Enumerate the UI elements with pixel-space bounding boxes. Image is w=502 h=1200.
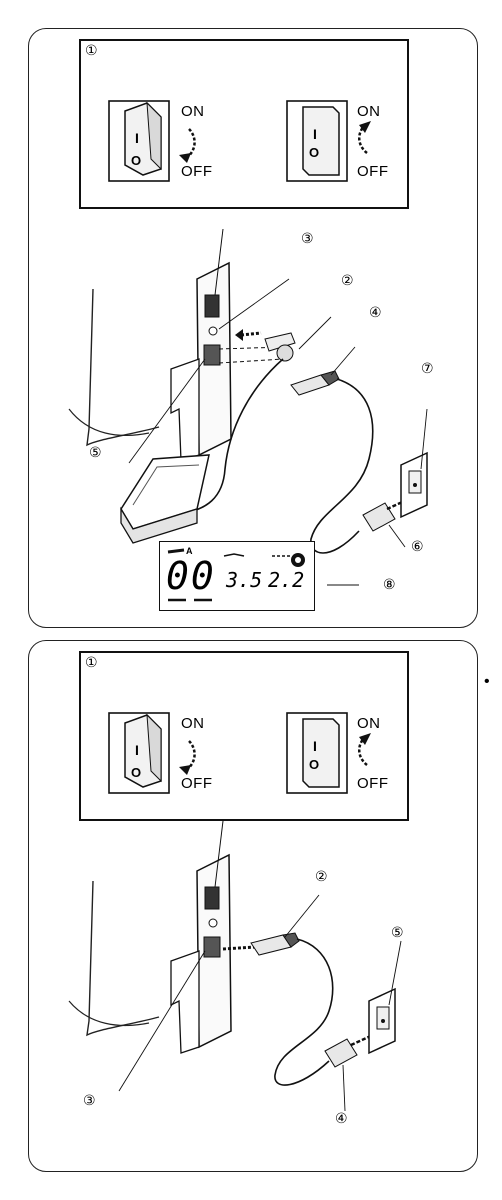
rocker-switch-on-icon: I O	[286, 100, 371, 182]
lcd-display: A 00 3.5 2.2	[159, 541, 315, 611]
figure-panel-foot-control: ① I O I O ON OFF ON	[28, 28, 478, 628]
rocker-switch-off-icon: I O	[108, 100, 196, 182]
switch-on-label: ON	[357, 715, 381, 732]
foot-control-pedal-icon	[120, 454, 210, 544]
callout-1: ①	[85, 43, 98, 59]
callout-2: ②	[341, 273, 354, 289]
lcd-stitch-width: 3.5	[226, 568, 263, 592]
callout-4: ④	[335, 1111, 348, 1127]
switch-on-label: ON	[181, 103, 205, 120]
machine-connection-illustration	[68, 228, 428, 586]
callout-3: ③	[301, 231, 314, 247]
switch-off-label: OFF	[181, 775, 213, 792]
rocker-switch-on-icon: I O	[286, 712, 371, 794]
machine-side-panel	[170, 821, 232, 1054]
svg-text:O: O	[131, 153, 141, 168]
lcd-stitch-length: 2.2	[268, 568, 305, 592]
lcd-pattern-number: 00	[166, 554, 216, 598]
rocker-switch-off-icon: I O	[108, 712, 196, 794]
switch-off-label: OFF	[357, 775, 389, 792]
switch-on-label: ON	[181, 715, 205, 732]
power-cord-connector-icon	[250, 932, 300, 956]
wall-outlet-icon	[368, 987, 396, 1055]
power-switch-inset: ① I O I O ON OFF ON OFF	[79, 651, 409, 821]
svg-text:I: I	[135, 742, 139, 758]
svg-text:I: I	[135, 130, 139, 146]
power-cord-connector-icon	[290, 370, 340, 396]
callout-6: ⑥	[411, 539, 424, 555]
svg-text:O: O	[131, 765, 141, 780]
callout-4: ④	[369, 305, 382, 321]
svg-text:O: O	[309, 145, 319, 160]
callout-7: ⑦	[421, 361, 434, 377]
figure-panel-power-cord: ① I O I O ON OFF ON OFF	[28, 640, 478, 1172]
switch-off-label: OFF	[181, 163, 213, 180]
foot-control-plug-icon	[264, 332, 296, 362]
switch-illustration: I O I O	[108, 712, 371, 794]
callout-1: ①	[85, 655, 98, 671]
callout-2: ②	[315, 869, 328, 885]
callout-8: ⑧	[383, 577, 396, 593]
callout-3: ③	[83, 1093, 96, 1109]
wall-outlet-icon	[400, 451, 428, 519]
margin-bullet: •	[484, 673, 490, 690]
lcd-mode-letter: A	[186, 546, 193, 556]
machine-power-cord-illustration	[68, 821, 402, 1112]
bobbin-winding-icon	[291, 553, 305, 567]
callout-5: ⑤	[391, 925, 404, 941]
svg-text:O: O	[309, 757, 319, 772]
power-switch-inset: ① I O I O ON OFF ON	[79, 39, 409, 209]
switch-off-label: OFF	[357, 163, 389, 180]
svg-text:I: I	[313, 126, 317, 142]
callout-5: ⑤	[89, 445, 102, 461]
lcd-segments	[167, 548, 305, 602]
switch-illustration: I O I O	[108, 100, 371, 182]
switch-on-label: ON	[357, 103, 381, 120]
svg-text:I: I	[313, 738, 317, 754]
machine-side-panel	[170, 228, 232, 462]
